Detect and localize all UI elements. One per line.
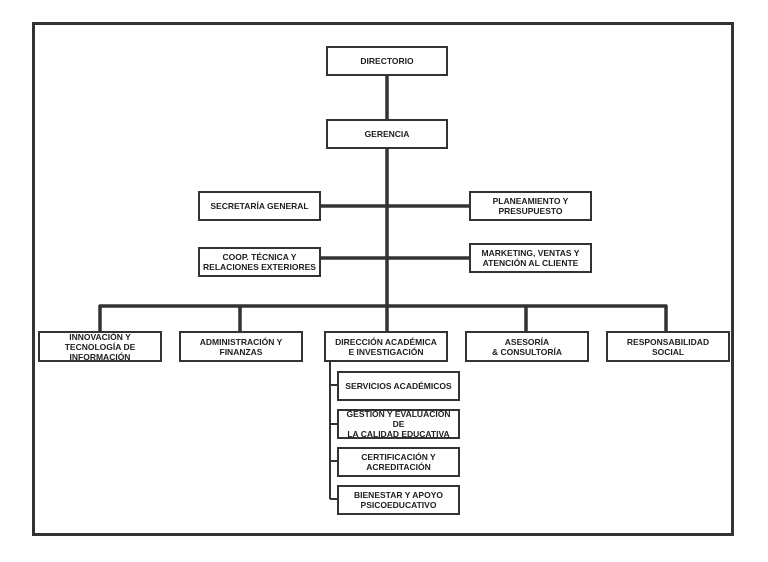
box-coop-tecnica: COOP. TÉCNICA Y RELACIONES EXTERIORES (198, 247, 321, 277)
box-administracion-finanzas: ADMINISTRACIÓN Y FINANZAS (179, 331, 303, 362)
box-directorio: DIRECTORIO (326, 46, 448, 76)
box-innovacion-tecnologia: INNOVACIÓN Y TECNOLOGÍA DE INFORMACIÓN (38, 331, 162, 362)
box-certificacion-acreditacion: CERTIFICACIÓN Y ACREDITACIÓN (337, 447, 460, 477)
box-asesoria-consultoria: ASESORÍA & CONSULTORÍA (465, 331, 589, 362)
box-servicios-academicos: SERVICIOS ACADÉMICOS (337, 371, 460, 401)
box-gestion-evaluacion-calidad: GESTIÓN Y EVALUACIÓN DE LA CALIDAD EDUCA… (337, 409, 460, 439)
box-marketing-ventas: MARKETING, VENTAS Y ATENCIÓN AL CLIENTE (469, 243, 592, 273)
box-gerencia: GERENCIA (326, 119, 448, 149)
box-planeamiento-presupuesto: PLANEAMIENTO Y PRESUPUESTO (469, 191, 592, 221)
box-secretaria-general: SECRETARÍA GENERAL (198, 191, 321, 221)
box-responsabilidad-social: RESPONSABILIDAD SOCIAL (606, 331, 730, 362)
box-direccion-academica: DIRECCIÓN ACADÉMICA E INVESTIGACIÓN (324, 331, 448, 362)
box-bienestar-apoyo: BIENESTAR Y APOYO PSICOEDUCATIVO (337, 485, 460, 515)
